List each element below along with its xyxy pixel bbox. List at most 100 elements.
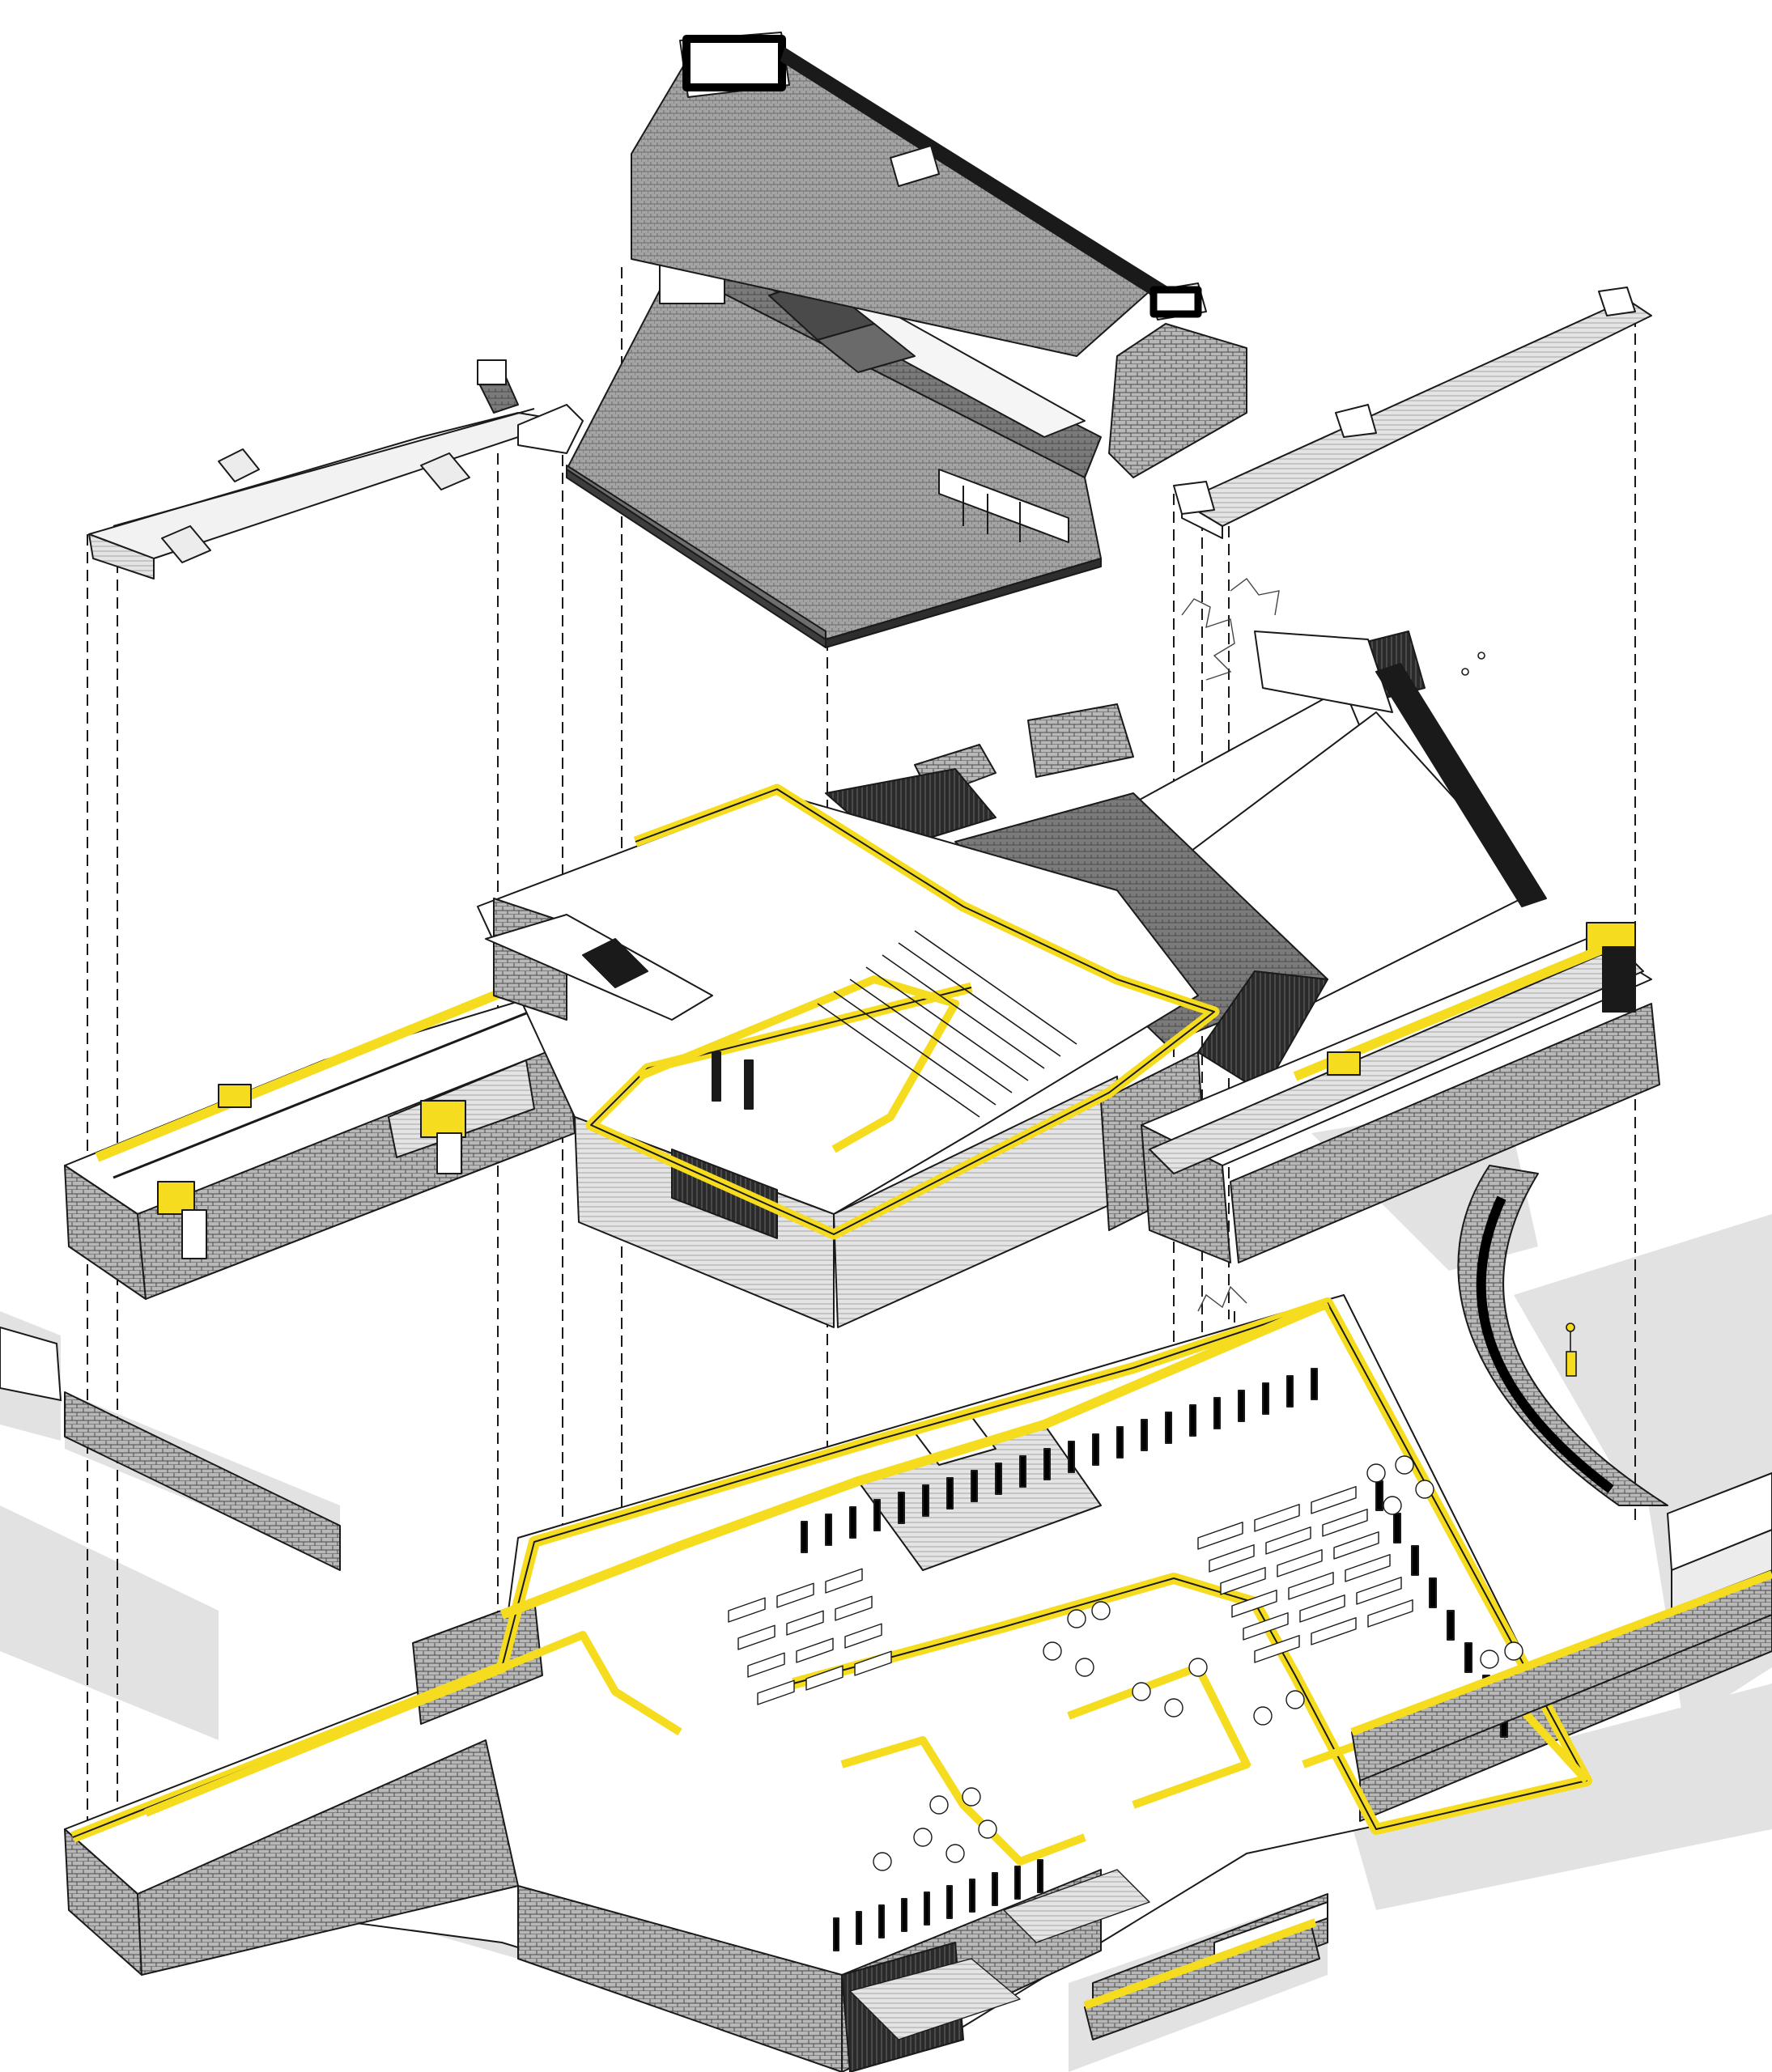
column xyxy=(1286,1375,1294,1408)
tree-icon xyxy=(1181,578,1280,1312)
column xyxy=(1068,1441,1075,1473)
column xyxy=(1165,1412,1172,1444)
shelf-icon xyxy=(1254,1635,1300,1663)
shelf-icon xyxy=(1288,1572,1334,1600)
context-buildings xyxy=(0,1326,1772,1669)
shelf-icon xyxy=(844,1623,882,1649)
shelf-icon xyxy=(835,1595,873,1621)
shelf-icon xyxy=(1265,1526,1311,1555)
chair-icon xyxy=(1132,1682,1151,1701)
column xyxy=(1141,1419,1148,1451)
shelf-icon xyxy=(728,1597,766,1623)
column xyxy=(971,1470,978,1502)
gf-entrance-steps xyxy=(849,1869,1150,2040)
shelf-icon xyxy=(825,1568,863,1594)
shelf-icon xyxy=(1322,1509,1368,1537)
gf-columns xyxy=(801,1368,1508,1951)
column xyxy=(1189,1404,1196,1437)
chair-icon xyxy=(1383,1496,1402,1515)
shelf-icon xyxy=(1231,1590,1277,1618)
chair-icon xyxy=(1067,1609,1086,1628)
ground-floor-level xyxy=(64,1165,1772,2072)
column xyxy=(1116,1426,1124,1458)
shelf-icon xyxy=(1243,1612,1289,1641)
column xyxy=(924,1892,930,1926)
chair-icon xyxy=(1253,1706,1273,1726)
column xyxy=(833,1917,839,1951)
chair-icon xyxy=(1164,1698,1183,1717)
roof-rear-block xyxy=(631,32,1207,357)
column xyxy=(969,1879,975,1913)
column xyxy=(825,1514,832,1546)
chair-icon xyxy=(1285,1690,1305,1709)
chair-icon xyxy=(962,1787,981,1807)
gf-furniture xyxy=(728,1455,1523,1871)
gf-curved-wall xyxy=(1457,1165,1668,1506)
ff-auditorium-seats xyxy=(817,930,1077,1118)
chair-icon xyxy=(1075,1658,1094,1677)
column xyxy=(849,1506,856,1539)
shelf-icon xyxy=(1197,1522,1243,1550)
shelf-icon xyxy=(737,1624,776,1650)
chair-icon xyxy=(1091,1601,1111,1620)
ff-east-wing xyxy=(1141,922,1660,1263)
shelf-icon xyxy=(1220,1567,1266,1595)
chair-icon xyxy=(1395,1455,1414,1475)
column xyxy=(1447,1610,1455,1641)
column xyxy=(873,1499,881,1531)
shelf-icon xyxy=(1254,1504,1300,1532)
column xyxy=(1393,1513,1401,1543)
shelf-icon xyxy=(805,1665,844,1691)
column xyxy=(922,1484,929,1517)
column xyxy=(1262,1382,1269,1415)
shelf-icon xyxy=(1345,1554,1391,1582)
column xyxy=(946,1477,954,1509)
shelf-icon xyxy=(1333,1531,1379,1560)
column xyxy=(1375,1480,1383,1511)
ff-main-block xyxy=(477,783,1220,1328)
column xyxy=(992,1872,998,1906)
shelf-icon xyxy=(1277,1549,1323,1577)
chair-icon xyxy=(1480,1650,1499,1669)
shelf-icon xyxy=(796,1637,834,1663)
column xyxy=(1464,1642,1472,1673)
chair-icon xyxy=(978,1819,997,1839)
chair-icon xyxy=(929,1795,949,1815)
column xyxy=(1019,1455,1026,1488)
roof-west-wing xyxy=(88,359,567,580)
column xyxy=(801,1521,808,1553)
roof-stone-gable xyxy=(1108,323,1247,478)
shelf-icon xyxy=(757,1679,795,1705)
column xyxy=(1092,1433,1099,1466)
roof-east-wing xyxy=(1173,287,1652,539)
roof-main-hall xyxy=(566,258,1102,648)
column xyxy=(1213,1397,1221,1429)
gf-detached-wall xyxy=(64,1391,341,1571)
chair-icon xyxy=(1043,1641,1062,1661)
column xyxy=(1037,1859,1043,1893)
ff-site-wall-north xyxy=(1027,703,1134,778)
shelf-icon xyxy=(786,1610,824,1636)
ff-west-wing xyxy=(64,954,681,1300)
shelf-icon xyxy=(1311,1486,1357,1514)
column xyxy=(856,1911,862,1945)
chair-icon xyxy=(1188,1658,1208,1677)
chair-icon xyxy=(945,1844,965,1863)
shelf-icon xyxy=(1209,1544,1255,1573)
column xyxy=(946,1885,953,1919)
column xyxy=(995,1463,1002,1495)
chair-icon xyxy=(1366,1463,1386,1483)
shelf-icon xyxy=(776,1582,814,1608)
column xyxy=(1429,1577,1437,1608)
column xyxy=(1411,1545,1419,1576)
roof-link xyxy=(517,404,584,454)
shelf-icon xyxy=(1356,1577,1402,1605)
column xyxy=(1014,1866,1021,1900)
column xyxy=(878,1904,885,1938)
person-icon xyxy=(1461,652,1577,1377)
chair-icon xyxy=(1504,1641,1523,1661)
chair-icon xyxy=(1415,1480,1434,1499)
column xyxy=(901,1898,907,1932)
